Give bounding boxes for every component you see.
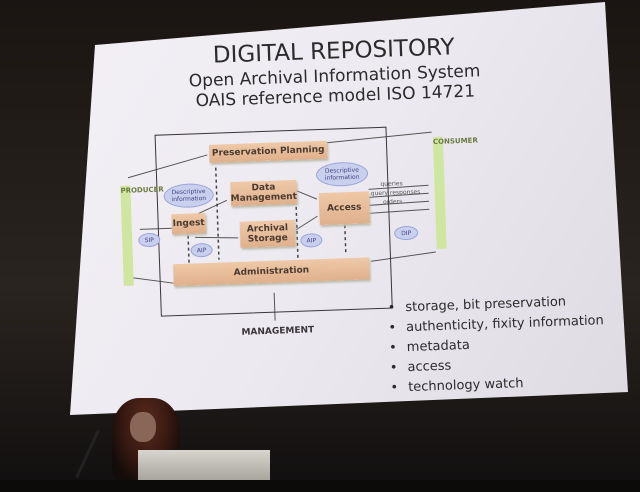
bullet-list: storage, bit preservation authenticity, …	[387, 291, 606, 398]
ingest-box: Ingest	[171, 213, 207, 235]
access-box: Access	[318, 191, 370, 226]
archival-storage-box: Archival Storage	[239, 219, 296, 248]
orders-label: orders	[382, 198, 403, 206]
speaker-face	[130, 412, 156, 442]
data-management-box: Data Management	[230, 179, 297, 207]
queries-label: queries	[380, 180, 403, 188]
podium	[138, 450, 270, 480]
